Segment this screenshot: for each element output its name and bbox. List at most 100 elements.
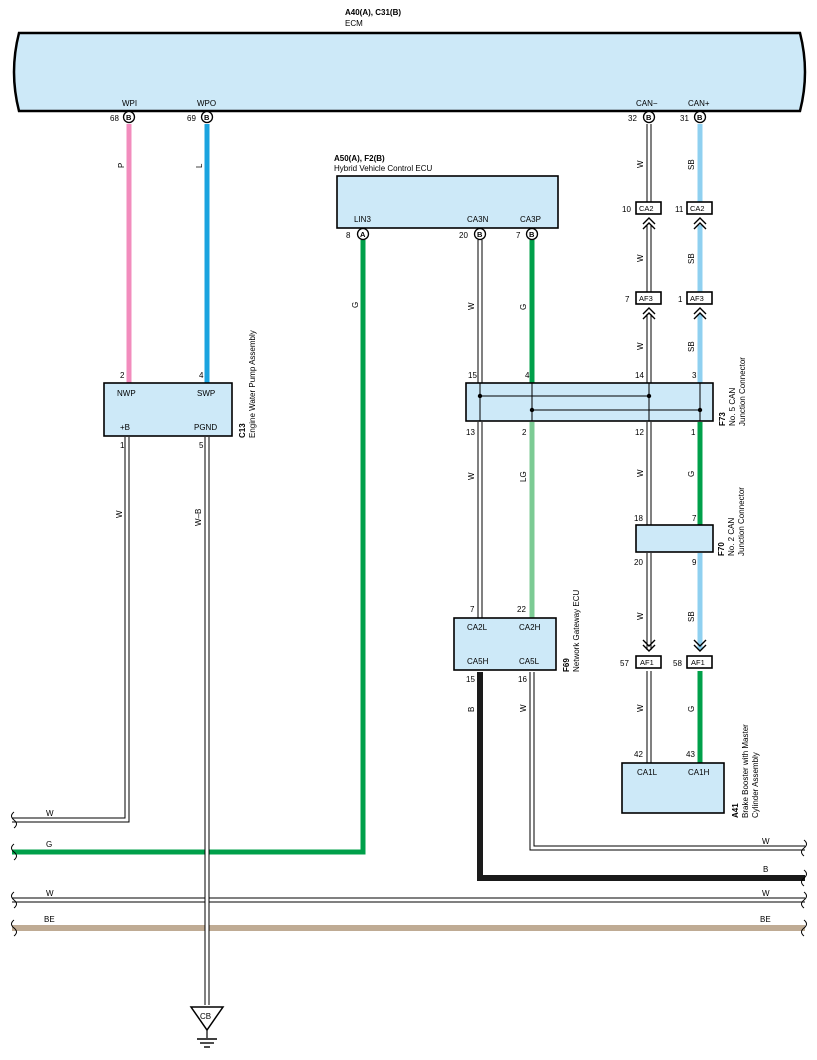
brake-pin-ca1l-num: 42 xyxy=(634,750,643,759)
network-gateway-ecu: 7 22 CA2L CA2H CA5H CA5L 15 16 F69 Netwo… xyxy=(453,590,581,684)
pump-pin-pgnd-label: PGND xyxy=(194,423,217,432)
gateway-pin-ca5h-label: CA5H xyxy=(467,657,489,666)
wires xyxy=(12,124,805,1005)
f73-junction: 15 4 14 3 13 2 12 1 F73 No. 5 CAN Juncti… xyxy=(465,357,747,437)
f73-name1: No. 5 CAN xyxy=(728,388,737,426)
gateway-pin-ca2l-label: CA2L xyxy=(467,623,488,632)
bus-labels: W G W BE W B W BE xyxy=(44,809,771,924)
wire-label-w7: W xyxy=(636,469,645,477)
af3-b-label: AF3 xyxy=(690,294,704,303)
ecm-pin-wpi-label: WPI xyxy=(122,99,137,108)
pump-pin-swp-num: 4 xyxy=(199,371,204,380)
inline-connectors: 10 CA2 11 CA2 7 AF3 1 AF3 57 AF1 58 AF1 xyxy=(620,201,713,669)
pump-code: C13 xyxy=(238,423,247,438)
ca2-a-label: CA2 xyxy=(639,204,654,213)
gateway-pin-ca5l-num: 16 xyxy=(518,675,527,684)
engine-water-pump: 2 4 NWP SWP +B PGND 1 5 C13 Engine Water… xyxy=(103,330,257,450)
wire-label-l: L xyxy=(195,163,204,168)
hv-ecu-pin-ca3n-label: CA3N xyxy=(467,215,489,224)
bus-label-w-right2: W xyxy=(762,889,770,898)
f73-pin-1: 1 xyxy=(691,428,696,437)
wire-label-sb3: SB xyxy=(687,341,696,352)
ca2-b-num: 11 xyxy=(675,205,684,214)
brake-name2: Cylinder Assembly xyxy=(751,752,760,818)
f70-pin-7: 7 xyxy=(692,514,697,523)
wire-label-w9: W xyxy=(519,704,528,712)
pump-pin-nwp-label: NWP xyxy=(117,389,136,398)
hv-ecu-pin-lin3-conn: A xyxy=(360,230,366,239)
hv-ecu-pin-ca3p-num: 7 xyxy=(516,231,521,240)
ecm-pin-wpi-num: 68 xyxy=(110,114,119,123)
ecm: A40(A), C31(B) ECM WPI WPO CAN− CAN+ xyxy=(12,8,807,113)
ecm-ref: A40(A), C31(B) xyxy=(345,8,401,17)
ground-label: CB xyxy=(200,1012,211,1021)
bus-label-w-left2: W xyxy=(46,889,54,898)
wire-label-w4: W xyxy=(636,342,645,350)
wire-label-w1: W xyxy=(636,160,645,168)
ecm-pins: 68 B 69 B 32 B 31 B xyxy=(110,110,707,124)
bus-break-marks xyxy=(11,811,807,937)
ecm-pin-can-plus-label: CAN+ xyxy=(688,99,710,108)
gateway-pin-ca5h-num: 15 xyxy=(466,675,475,684)
f73-pin-13: 13 xyxy=(466,428,475,437)
pump-pin-plusb-num: 1 xyxy=(120,441,125,450)
hv-ecu-pin-ca3p-conn: B xyxy=(529,230,535,239)
wire-label-sb1: SB xyxy=(687,159,696,170)
ecm-pin-can-plus-conn: B xyxy=(697,113,703,122)
hv-ecu-pin-ca3p-label: CA3P xyxy=(520,215,541,224)
brake-booster: 42 43 CA1L CA1H A41 Brake Booster with M… xyxy=(621,724,760,818)
wire-label-sb2: SB xyxy=(687,253,696,264)
ground-cb: CB xyxy=(189,1006,225,1048)
af3-b-num: 1 xyxy=(678,295,683,304)
brake-pin-ca1h-label: CA1H xyxy=(688,768,710,777)
hv-ecu-ref: A50(A), F2(B) xyxy=(334,154,385,163)
wire-label-lg: LG xyxy=(519,471,528,482)
wire-label-g2: G xyxy=(519,304,528,310)
wire-label-w10: W xyxy=(636,704,645,712)
f73-pin-2: 2 xyxy=(522,428,527,437)
brake-pin-ca1h-num: 43 xyxy=(686,750,695,759)
pump-pin-pgnd-num: 5 xyxy=(199,441,204,450)
af1-b-num: 58 xyxy=(673,659,682,668)
wire-label-sb4: SB xyxy=(687,611,696,622)
f73-pin-3: 3 xyxy=(692,371,697,380)
f73-name2: Junction Connector xyxy=(738,357,747,426)
wire-label-w3: W xyxy=(636,254,645,262)
wire-label-wb: W–B xyxy=(194,509,203,526)
gateway-code: F69 xyxy=(562,658,571,672)
brake-code: A41 xyxy=(731,803,740,818)
wire-label-g4: G xyxy=(687,706,696,712)
hv-ecu-pin-ca3n-conn: B xyxy=(477,230,483,239)
wire-label-w6: W xyxy=(467,472,476,480)
ecm-pin-can-plus-num: 31 xyxy=(680,114,689,123)
f70-pin-9: 9 xyxy=(692,558,697,567)
bus-label-be-left: BE xyxy=(44,915,55,924)
wire-label-w8: W xyxy=(636,612,645,620)
af1-a-num: 57 xyxy=(620,659,629,668)
f70-name2: Junction Connector xyxy=(737,487,746,556)
wire-label-g3: G xyxy=(687,471,696,477)
f70-pin-20: 20 xyxy=(634,558,643,567)
wire-label-w5: W xyxy=(115,510,124,518)
pump-pin-nwp-num: 2 xyxy=(120,371,125,380)
ca2-a-num: 10 xyxy=(622,205,631,214)
af3-a-label: AF3 xyxy=(639,294,653,303)
af1-a-label: AF1 xyxy=(640,658,654,667)
f70-pin-18: 18 xyxy=(634,514,643,523)
hv-ecu-pin-lin3-label: LIN3 xyxy=(354,215,371,224)
bus-label-w-left1: W xyxy=(46,809,54,818)
f73-pin-14: 14 xyxy=(635,371,644,380)
gateway-pin-ca2h-num: 22 xyxy=(517,605,526,614)
ecm-pin-wpo-label: WPO xyxy=(197,99,216,108)
wire-label-p: P xyxy=(117,163,126,168)
hv-ecu-pin-ca3n-num: 20 xyxy=(459,231,468,240)
wire-label-b1: B xyxy=(467,707,476,712)
ecm-pin-wpi-conn: B xyxy=(126,113,132,122)
wire-label-g1: G xyxy=(351,302,360,308)
brake-name1: Brake Booster with Master xyxy=(741,724,750,818)
f70-code: F70 xyxy=(717,542,726,556)
wire-label-w2: W xyxy=(467,302,476,310)
af1-b-label: AF1 xyxy=(691,658,705,667)
gateway-pin-ca2h-label: CA2H xyxy=(519,623,541,632)
